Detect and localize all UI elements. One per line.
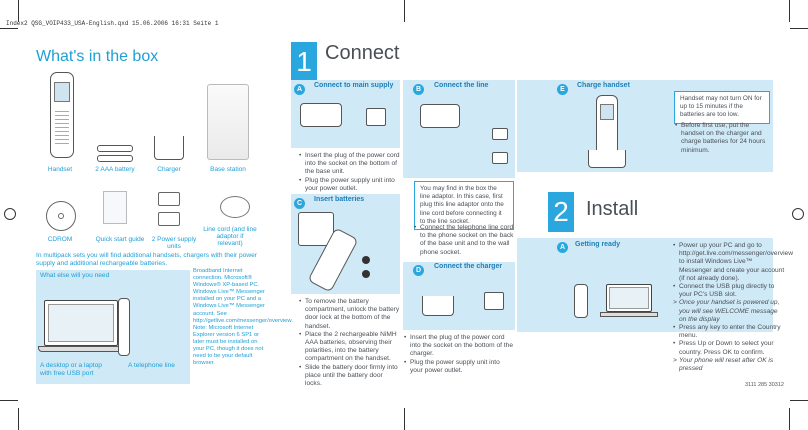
- step-c-badge: C: [294, 198, 305, 209]
- caption-quick-guide: Quick start guide: [95, 236, 145, 243]
- power-supply-illustration: [158, 192, 180, 206]
- battery-illustration: [97, 145, 133, 152]
- install-item: Connect the USB plug directly to your PC…: [673, 283, 785, 299]
- line-cord-illustration: [220, 196, 250, 218]
- registration-mark: [4, 208, 16, 220]
- handset-on-charger-illustration: [596, 95, 618, 165]
- step-e-item: Before first use, put the handset on the…: [675, 122, 773, 155]
- install-item: Press any key to enter the Country menu.: [673, 324, 785, 340]
- step-a-item: Insert the plug of the power cord into t…: [299, 152, 400, 177]
- power-supply-illustration: [158, 212, 180, 226]
- caption-base-station: Base station: [210, 166, 246, 173]
- base-unit-back-illustration: [420, 104, 460, 128]
- crop-mark: [404, 0, 405, 22]
- step-number-connect: 1: [291, 42, 317, 82]
- registration-mark: [792, 208, 804, 220]
- caption-handset: Handset: [47, 166, 73, 173]
- install-item-result: Once your handset is powered up, you wil…: [673, 299, 785, 324]
- wall-socket-illustration: [366, 108, 386, 126]
- step-d-badge: D: [413, 265, 424, 276]
- base-unit-illustration: [300, 103, 342, 127]
- step-e-title: Charge handset: [577, 82, 630, 89]
- step-d-list: Insert the plug of the power cord into t…: [404, 334, 514, 375]
- step-marker-2: [362, 270, 370, 278]
- laptop-base: [38, 346, 126, 352]
- step-b-note: You may find in the box the line adaptor…: [414, 181, 514, 231]
- connect-title: Connect: [325, 42, 400, 64]
- phone-socket-illustration: [492, 128, 508, 140]
- charger-base-illustration: [588, 150, 626, 168]
- step-c-item: To remove the battery compartment, unloc…: [299, 298, 400, 331]
- wall-socket-illustration-d: [484, 292, 504, 310]
- requirements-text: Broadband Internet connection. Microsoft…: [193, 268, 293, 367]
- crop-mark: [790, 28, 808, 29]
- step-b-item: Connect the telephone line cord to the p…: [414, 224, 514, 257]
- step-e-list: Before first use, put the handset on the…: [675, 122, 773, 155]
- crop-mark: [18, 408, 19, 430]
- caption-line-cord: Line cord (and line adaptor if relevant): [203, 226, 257, 247]
- usb-handset-illustration: [574, 284, 588, 318]
- need-laptop-caption: A desktop or a laptop with free USB port: [40, 362, 102, 378]
- cdrom-illustration: [46, 201, 76, 231]
- laptop-illustration: [44, 300, 118, 346]
- crop-mark: [789, 408, 790, 430]
- crop-mark: [404, 408, 405, 430]
- crop-mark: [790, 400, 808, 401]
- crop-mark: [0, 28, 18, 29]
- step-d-title: Connect the charger: [434, 263, 503, 270]
- install-a-title: Getting ready: [575, 241, 621, 248]
- step-b-list: Connect the telephone line cord to the p…: [414, 224, 514, 257]
- step-e-note: Handset may not turn ON for up to 15 min…: [674, 91, 770, 124]
- step-a-title: Connect to main supply: [314, 82, 394, 89]
- step-number-install: 2: [548, 192, 574, 232]
- power-socket-illustration: [492, 152, 508, 164]
- caption-power-supply: 2 Power supply units: [151, 236, 197, 250]
- pc-laptop-illustration: [606, 284, 652, 312]
- step-d-item: Plug the power supply unit into your pow…: [404, 359, 514, 375]
- install-item: Power up your PC and go to http://get.li…: [673, 242, 793, 283]
- box-title: What's in the box: [36, 48, 159, 65]
- step-a-list: Insert the plug of the power cord into t…: [299, 152, 400, 193]
- charger-illustration-d: [422, 296, 454, 316]
- multipack-note: In multipack sets you will find addition…: [36, 252, 258, 268]
- step-marker-1: [362, 256, 370, 264]
- crop-mark: [0, 400, 18, 401]
- caption-battery: 2 AAA battery: [95, 166, 135, 173]
- crop-mark: [789, 0, 790, 22]
- crop-mark: [18, 0, 19, 22]
- step-a-item: Plug the power supply unit into your pow…: [299, 177, 400, 193]
- caption-charger: Charger: [157, 166, 181, 173]
- quick-guide-illustration: [103, 191, 127, 224]
- phone-illustration: [118, 298, 130, 356]
- install-item-result: Your phone will reset after OK is presse…: [673, 357, 785, 373]
- step-a-badge: A: [294, 84, 305, 95]
- handset-illustration: [50, 72, 74, 158]
- charger-illustration: [154, 136, 184, 160]
- step-b-badge: B: [413, 84, 424, 95]
- step-b-title: Connect the line: [434, 82, 489, 89]
- step-d-item: Insert the plug of the power cord into t…: [404, 334, 514, 359]
- print-header: Index2 QSG_VOIP433_USA-English.qxd 15.06…: [6, 20, 219, 27]
- base-station-illustration: [207, 84, 249, 160]
- step-c-title: Insert batteries: [314, 196, 365, 203]
- step-c-item: Place the 2 rechargeable NiMH AAA batter…: [299, 331, 400, 364]
- caption-cdrom: CDROM: [47, 236, 73, 243]
- install-item: Press Up or Down to select your country.…: [673, 340, 785, 356]
- install-title: Install: [586, 198, 639, 220]
- step-c-item: Slide the battery door firmly into place…: [299, 364, 400, 389]
- step-e-badge: E: [557, 84, 568, 95]
- step-c-list: To remove the battery compartment, unloc…: [299, 298, 400, 388]
- install-a-badge: A: [557, 242, 568, 253]
- install-list: Power up your PC and go to http://get.li…: [673, 242, 793, 373]
- pc-laptop-base: [600, 312, 658, 317]
- document-code: 3111 285 30312: [745, 382, 784, 388]
- battery-illustration: [97, 155, 133, 162]
- need-phone-caption: A telephone line: [128, 362, 175, 369]
- need-title: What else will you need: [40, 272, 110, 279]
